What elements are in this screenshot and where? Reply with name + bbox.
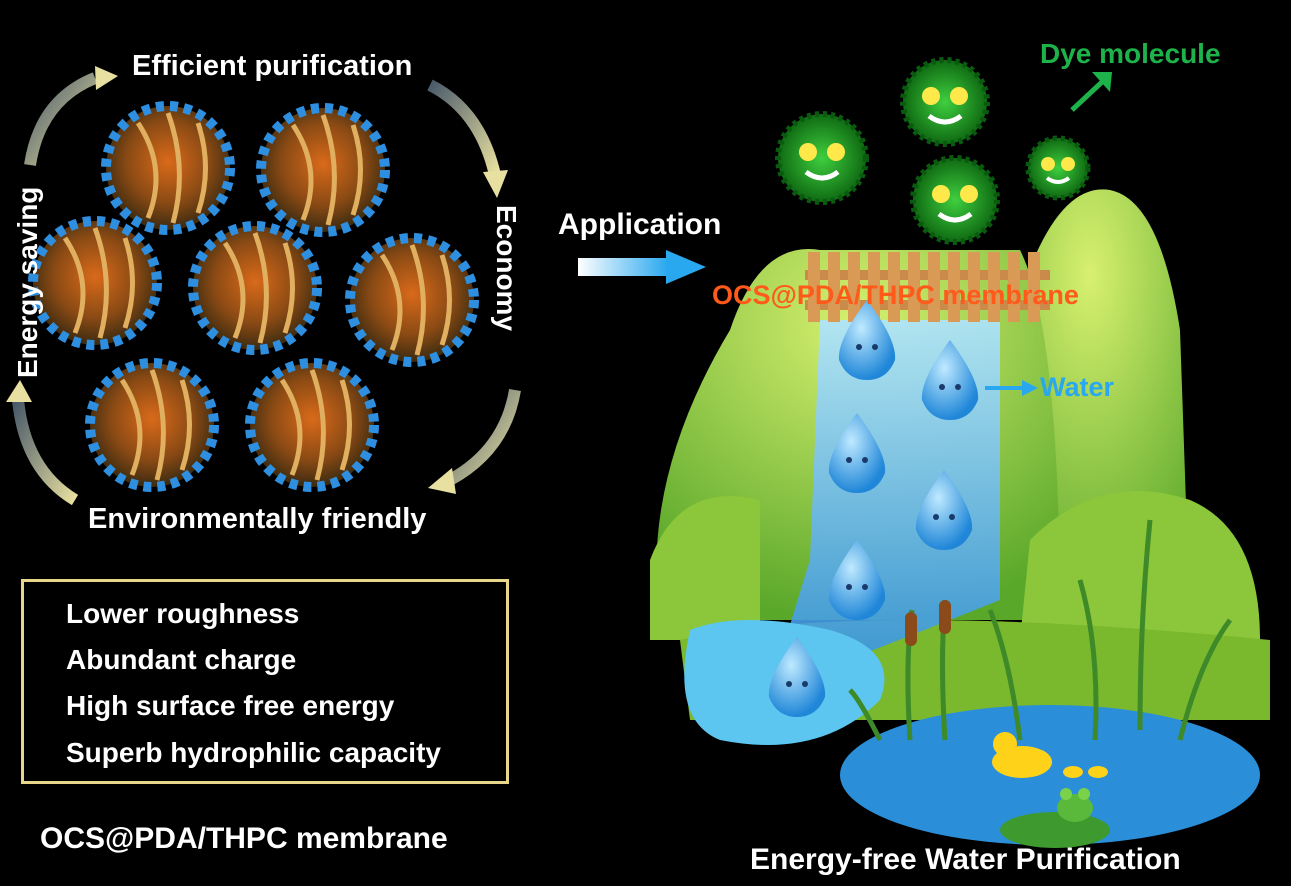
- sphere-cluster: [28, 101, 479, 492]
- lily-pad: [1000, 812, 1110, 848]
- property-item: Abundant charge: [66, 644, 297, 675]
- dye-molecule: [910, 155, 1000, 245]
- cattails: [905, 600, 951, 646]
- water-arrow: [985, 380, 1038, 396]
- cycle-label-energy-saving: Energy saving: [12, 186, 43, 378]
- right-caption: Energy-free Water Purification: [750, 843, 1181, 876]
- water-droplet: [828, 540, 886, 620]
- property-item: Lower roughness: [66, 598, 300, 629]
- water-droplet: [915, 470, 973, 550]
- application-arrow: [578, 250, 706, 284]
- frog: [1057, 788, 1093, 822]
- dye-molecule: [1025, 135, 1091, 201]
- cycle-label-economy: Economy: [491, 205, 522, 332]
- dye-molecule: [775, 111, 869, 205]
- dye-arrow: [1070, 72, 1112, 112]
- membrane-label: OCS@PDA/THPC membrane: [712, 280, 1079, 310]
- left-caption: OCS@PDA/THPC membrane: [40, 822, 448, 855]
- water-droplet: [768, 637, 826, 717]
- property-item: Superb hydrophilic capacity: [66, 737, 441, 768]
- sphere: [85, 358, 219, 492]
- water-droplets: [768, 300, 979, 717]
- cycle-arrows: [6, 66, 521, 506]
- dye-molecule: [900, 57, 990, 147]
- sphere: [245, 358, 379, 492]
- water-label: Water: [1040, 372, 1115, 402]
- sphere: [28, 216, 162, 350]
- sphere: [101, 101, 235, 235]
- ducks: [992, 732, 1108, 778]
- property-item: High surface free energy: [66, 690, 395, 721]
- properties-box: Lower roughness Abundant charge High sur…: [21, 579, 509, 784]
- water-droplet: [828, 413, 886, 493]
- membrane-fence: [805, 252, 1050, 322]
- cycle-label-efficient-purification: Efficient purification: [132, 50, 413, 82]
- water-droplet: [838, 300, 896, 380]
- sphere: [345, 233, 479, 367]
- water-droplet: [921, 340, 979, 420]
- sphere: [188, 221, 322, 355]
- dye-molecules: [775, 57, 1091, 245]
- application-label: Application: [558, 208, 722, 241]
- dye-molecule-label: Dye molecule: [1040, 38, 1221, 69]
- sphere: [256, 103, 390, 237]
- cycle-label-environmentally-friendly: Environmentally friendly: [88, 503, 427, 535]
